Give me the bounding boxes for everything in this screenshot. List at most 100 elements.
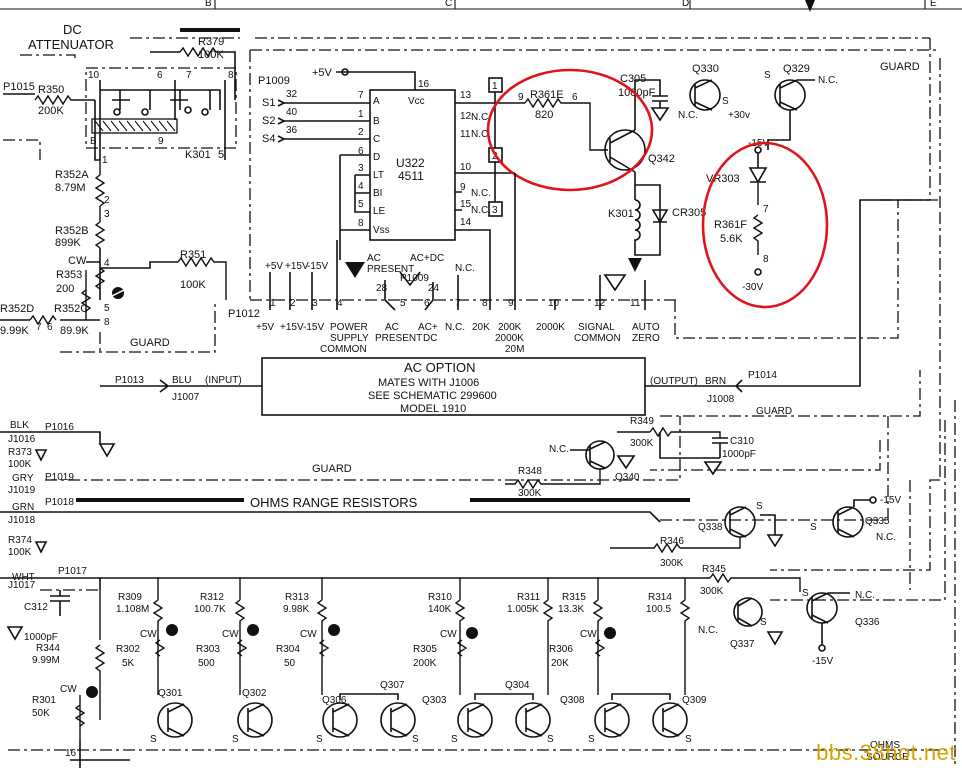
r352d-label: R352D bbox=[0, 303, 34, 315]
svg-text:AC+DC: AC+DC bbox=[410, 253, 444, 264]
svg-text:SUPPLY: SUPPLY bbox=[330, 333, 369, 344]
svg-text:9: 9 bbox=[518, 92, 524, 103]
svg-text:+15V: +15V bbox=[285, 261, 309, 272]
guard-lines bbox=[3, 28, 956, 768]
svg-text:7: 7 bbox=[36, 322, 42, 333]
svg-text:10: 10 bbox=[548, 298, 560, 309]
svg-text:3: 3 bbox=[104, 209, 110, 220]
ground-icon bbox=[703, 461, 723, 476]
svg-text:9.98K: 9.98K bbox=[283, 604, 309, 615]
trimmer-icon bbox=[466, 627, 478, 639]
svg-text:100K: 100K bbox=[8, 459, 32, 470]
svg-text:2: 2 bbox=[104, 195, 110, 206]
svg-text:N.C.: N.C. bbox=[698, 625, 718, 636]
svg-text:5: 5 bbox=[104, 303, 110, 314]
svg-text:CW: CW bbox=[140, 629, 157, 640]
svg-text:+30v: +30v bbox=[728, 110, 750, 121]
svg-text:C310: C310 bbox=[730, 436, 754, 447]
attenuator-title-2: ATTENUATOR bbox=[28, 37, 114, 52]
r361f-label: R361F bbox=[714, 219, 747, 231]
svg-text:6: 6 bbox=[572, 92, 578, 103]
connector-p1012: +5V +15V -15V AC PRESENT AC+DC P1009 28 … bbox=[228, 173, 660, 355]
q307-transistor bbox=[380, 702, 416, 738]
svg-text:Q307: Q307 bbox=[380, 680, 405, 691]
trimmer-icon bbox=[328, 624, 340, 636]
svg-text:6: 6 bbox=[358, 146, 364, 157]
svg-text:S: S bbox=[685, 734, 692, 745]
ground-icon bbox=[766, 534, 784, 548]
grid-border: B C D E bbox=[0, 0, 962, 12]
svg-text:GRY: GRY bbox=[12, 473, 34, 484]
svg-text:7: 7 bbox=[763, 204, 769, 215]
cr305-diode bbox=[651, 209, 669, 224]
q342-label: Q342 bbox=[648, 153, 675, 165]
svg-text:OHMS: OHMS bbox=[870, 740, 900, 751]
svg-text:11: 11 bbox=[630, 298, 641, 309]
highlight-circle-r361f bbox=[701, 141, 829, 309]
svg-text:1000pF: 1000pF bbox=[722, 449, 756, 460]
u322-name: U322 bbox=[396, 156, 425, 170]
highlight-circle-q342 bbox=[486, 68, 654, 192]
svg-text:LE: LE bbox=[373, 206, 386, 217]
svg-text:300K: 300K bbox=[660, 558, 684, 569]
guard-label-mid: GUARD bbox=[312, 463, 352, 475]
s4-label: S4 bbox=[262, 133, 275, 145]
svg-text:N.C.: N.C. bbox=[445, 322, 465, 333]
svg-text:50K: 50K bbox=[32, 708, 50, 719]
r352a-value: 8.79M bbox=[55, 182, 86, 194]
svg-text:15: 15 bbox=[460, 199, 472, 210]
ohms-range-title: OHMS RANGE RESISTORS bbox=[250, 495, 418, 510]
svg-text:4: 4 bbox=[337, 298, 343, 309]
vr303-zener bbox=[748, 153, 768, 184]
svg-text:CW: CW bbox=[60, 684, 77, 695]
svg-text:S: S bbox=[150, 734, 157, 745]
r361e-resistor bbox=[515, 97, 608, 151]
grid-col-d: D bbox=[682, 0, 689, 9]
decoder-u322: P1009 +5V 16 Vcc U322 4511 A B C D LT BI… bbox=[258, 67, 515, 300]
c305-label: C305 bbox=[620, 73, 646, 85]
svg-text:N.C.: N.C. bbox=[855, 590, 875, 601]
svg-text:DC: DC bbox=[423, 333, 437, 344]
svg-text:1.108M: 1.108M bbox=[116, 604, 149, 615]
r352b-label: R352B bbox=[55, 225, 89, 237]
svg-text:N.C.: N.C. bbox=[678, 110, 698, 121]
svg-text:P1014: P1014 bbox=[748, 370, 777, 381]
r352c-label: R352C bbox=[54, 303, 88, 315]
svg-text:R346: R346 bbox=[660, 536, 684, 547]
svg-text:8: 8 bbox=[482, 298, 488, 309]
svg-text:R373: R373 bbox=[8, 447, 32, 458]
svg-text:Q340: Q340 bbox=[615, 472, 640, 483]
svg-text:MATES WITH J1006: MATES WITH J1006 bbox=[378, 377, 479, 389]
r348-resistor bbox=[505, 469, 601, 490]
svg-text:(INPUT): (INPUT) bbox=[205, 375, 242, 386]
svg-text:N.C.: N.C. bbox=[471, 188, 491, 199]
svg-text:20M: 20M bbox=[505, 344, 524, 355]
svg-text:13: 13 bbox=[460, 90, 472, 101]
svg-text:SEE SCHEMATIC 299600: SEE SCHEMATIC 299600 bbox=[368, 390, 497, 402]
svg-text:ZERO: ZERO bbox=[632, 333, 660, 344]
svg-text:S: S bbox=[547, 734, 554, 745]
r351-label: R351 bbox=[180, 249, 206, 261]
svg-text:Q302: Q302 bbox=[242, 688, 267, 699]
svg-text:9: 9 bbox=[158, 136, 164, 147]
svg-text:BRN: BRN bbox=[705, 376, 726, 387]
ground-icon bbox=[603, 274, 627, 292]
svg-text:-30V: -30V bbox=[742, 282, 763, 293]
svg-text:J1007: J1007 bbox=[172, 392, 200, 403]
q337-transistor bbox=[733, 597, 763, 627]
svg-text:9.99M: 9.99M bbox=[32, 655, 60, 666]
svg-text:Q304: Q304 bbox=[505, 680, 530, 691]
svg-text:140K: 140K bbox=[428, 604, 452, 615]
svg-text:2: 2 bbox=[290, 298, 296, 309]
svg-text:50: 50 bbox=[284, 658, 296, 669]
svg-text:S: S bbox=[756, 501, 763, 512]
svg-text:500: 500 bbox=[198, 658, 215, 669]
svg-text:1: 1 bbox=[270, 298, 276, 309]
svg-text:100K: 100K bbox=[8, 547, 32, 558]
grid-col-e: E bbox=[930, 0, 937, 9]
svg-text:C312: C312 bbox=[24, 602, 48, 613]
svg-text:CW: CW bbox=[580, 629, 597, 640]
r301-resistor bbox=[74, 695, 86, 740]
svg-text:8: 8 bbox=[104, 317, 110, 328]
